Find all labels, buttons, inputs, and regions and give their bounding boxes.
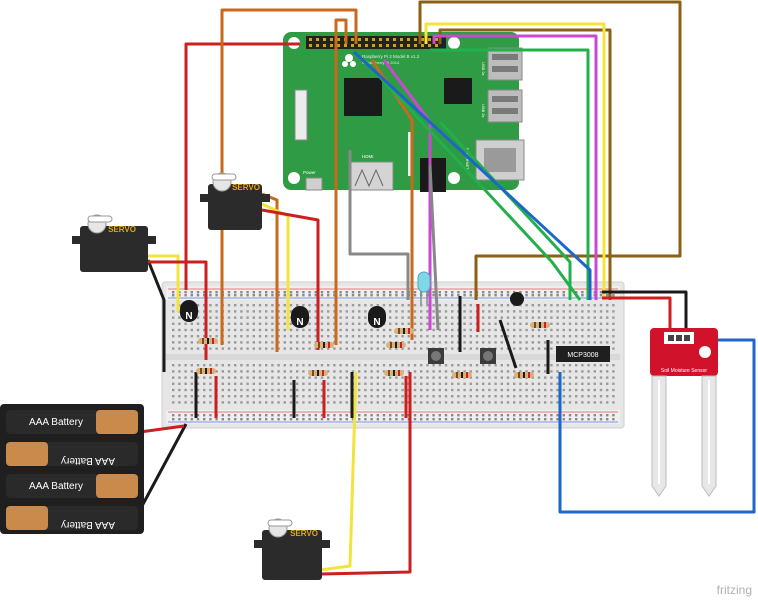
led-icon: [417, 271, 431, 304]
soil-moisture-sensor: Soil Moisture Sensor: [650, 328, 718, 497]
hdmi-port: [348, 161, 394, 191]
wire-gray-2: [428, 164, 440, 331]
usb-port-2: [487, 89, 523, 123]
battery-4: AAA Battery: [6, 506, 138, 530]
resistor-7: [384, 370, 404, 376]
battery-1: AAA Battery: [6, 410, 138, 434]
raspberry-pi-board: Raspberry Pi 2 Model B v1.2 © Raspberry …: [283, 32, 525, 192]
servo-2-label: SERVO: [232, 183, 260, 192]
wire-yellow-servo3: [319, 371, 358, 572]
resistor-8: [452, 372, 472, 378]
audio-jack: [420, 158, 446, 192]
wire-green-1: [430, 48, 590, 300]
wire-red-servo3: [321, 372, 412, 576]
resistor-6: [386, 342, 406, 348]
wire-red-battery: [139, 424, 185, 434]
wire-brown-1: [418, 0, 682, 300]
ethernet-label: ETHERNET: [465, 148, 470, 170]
wire-red-servo1: [148, 260, 208, 360]
battery-3-label: AAA Battery: [29, 481, 83, 492]
display-connector: [294, 89, 308, 141]
lan-chip: [444, 78, 472, 104]
resistor-4: [308, 370, 328, 376]
wire-orange-2: [334, 18, 348, 345]
wire-red-servo2: [261, 208, 320, 350]
battery-2: AAA Battery: [6, 442, 138, 466]
transistor-1-label: N: [185, 311, 192, 322]
battery-pack: AAA Battery AAA Battery AAA Battery AAA …: [0, 404, 144, 534]
resistors: [196, 322, 550, 378]
servo-1: SERVO: [72, 214, 156, 272]
servo-1-label: SERVO: [108, 225, 136, 234]
battery-1-label: AAA Battery: [29, 417, 83, 428]
resistor-5: [394, 328, 414, 334]
resistor-1: [198, 338, 218, 344]
wire-black-servo1: [146, 259, 166, 372]
soc-chip: [344, 78, 382, 116]
transistor-3: N: [368, 306, 386, 328]
resistor-3: [314, 342, 334, 348]
wire-yellow-1: [424, 22, 606, 300]
battery-2-label: AAA Battery: [61, 455, 115, 466]
resistor-2: [196, 368, 216, 374]
sensor-label: Soil Moisture Sensor: [661, 368, 707, 374]
mcp3008-chip: MCP3008: [556, 346, 610, 362]
hdmi-label: HDMI: [362, 154, 374, 159]
power-label: Power: [303, 170, 316, 175]
raspberry-logo-icon: [342, 54, 356, 67]
wire-black-5: [498, 319, 518, 369]
transistor-1: N: [180, 300, 198, 322]
usb-port-1: [487, 47, 523, 81]
breadboard: [161, 281, 625, 429]
board-brand-text: Raspberry Pi 2 Model B v1.2: [362, 54, 420, 59]
battery-3: AAA Battery: [6, 474, 138, 498]
transistor-3-label: N: [373, 317, 380, 328]
servo-2: SERVO: [200, 172, 270, 230]
wire-blue-2: [558, 338, 756, 514]
wire-blue-1: [352, 50, 592, 300]
resistor-10: [530, 322, 550, 328]
fritzing-watermark: fritzing: [717, 583, 752, 597]
wire-black-gnd-main: [602, 290, 688, 334]
power-port: [305, 177, 323, 191]
wires: [139, 0, 756, 576]
mcp3008-label: MCP3008: [567, 352, 598, 359]
battery-4-label: AAA Battery: [61, 519, 115, 530]
servo-3-label: SERVO: [290, 529, 318, 538]
servo-3: SERVO: [254, 518, 330, 580]
transistor-4: [510, 292, 524, 306]
pushbutton-2: [480, 348, 496, 364]
board-copyright-text: © Raspberry Pi 2014: [362, 60, 400, 65]
pushbutton-1: [428, 348, 444, 364]
wire-gray-1: [348, 150, 410, 300]
wire-purple-1: [432, 34, 598, 300]
wire-black-battery: [140, 423, 188, 507]
usb1-label: USB 2x: [481, 62, 486, 76]
transistor-2-label: N: [296, 317, 303, 328]
usb2-label: USB 2x: [481, 104, 486, 118]
wire-yellow-servo1: [148, 254, 180, 312]
wire-green-3: [438, 120, 572, 300]
wire-red-sensor: [602, 296, 672, 334]
wire-red-5v: [184, 42, 300, 290]
resistor-9: [514, 372, 534, 378]
transistor-2: N: [291, 306, 309, 328]
